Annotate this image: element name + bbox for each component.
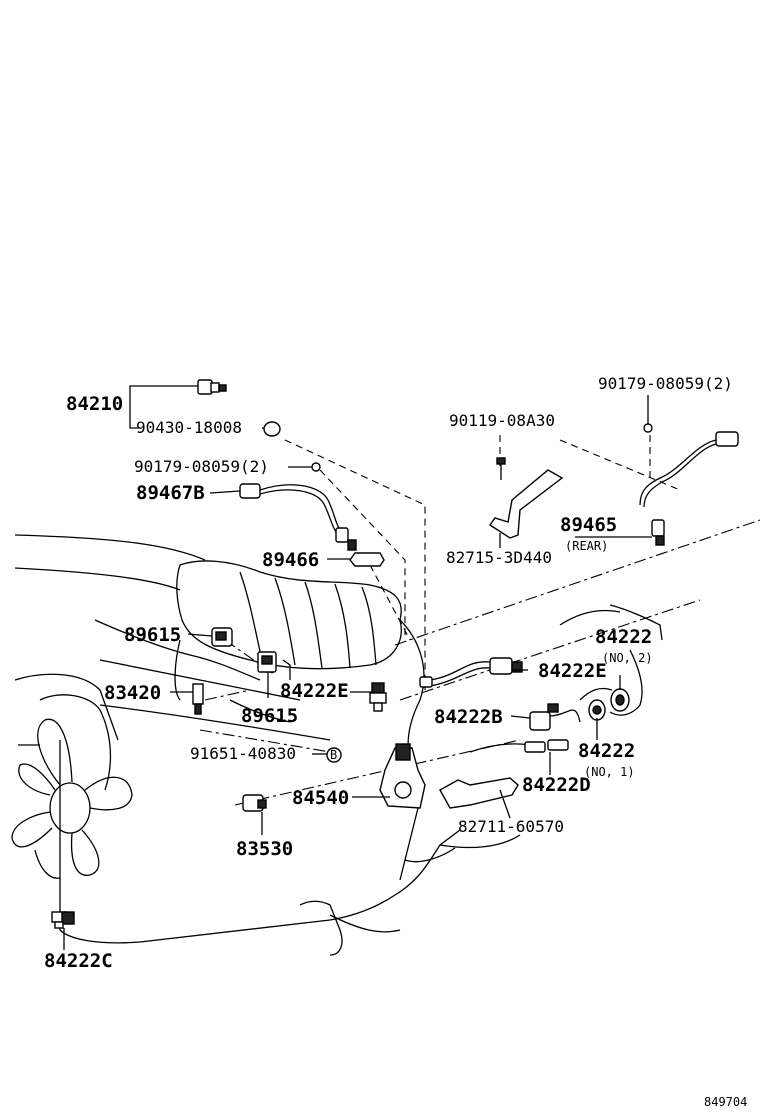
- part-84540: [379, 743, 426, 809]
- fan-icon: [11, 718, 133, 879]
- gasket-89466: [349, 552, 385, 567]
- part-89465: [639, 431, 739, 546]
- clip-90179-left: [311, 462, 321, 472]
- label-89615-upper: 89615: [124, 624, 181, 646]
- label-83420: 83420: [104, 682, 161, 704]
- label-84222-no1: 84222: [578, 740, 635, 762]
- part-89615-lower: [257, 651, 277, 673]
- part-84222B: [524, 703, 581, 753]
- label-83530: 83530: [236, 838, 293, 860]
- part-89615-upper: [211, 627, 233, 647]
- part-84210: [197, 379, 227, 395]
- engine-outline: [14, 534, 663, 956]
- label-no2: (NO, 2): [602, 651, 653, 665]
- label-84540: 84540: [292, 787, 349, 809]
- label-rear: (REAR): [565, 539, 608, 553]
- part-89467B: [239, 483, 357, 551]
- bracket-82715-3D440: [489, 469, 564, 539]
- bracket-82711-60570: [439, 777, 519, 809]
- label-82711-60570: 82711-60570: [458, 817, 564, 836]
- part-84222-no1: [588, 699, 606, 721]
- label-circle-b: B: [330, 748, 337, 762]
- part-83530: [242, 794, 267, 812]
- callout-circle-b: [326, 747, 342, 763]
- part-84222-no2: [610, 688, 630, 712]
- label-89615-lower: 89615: [241, 705, 298, 727]
- bolt-90119-08A30: [496, 457, 506, 480]
- label-89467B: 89467B: [136, 482, 205, 504]
- label-90179-08059-left: 90179-08059(2): [134, 457, 269, 476]
- leader-lines: [63, 385, 652, 950]
- label-82715-3D440: 82715-3D440: [446, 548, 552, 567]
- label-91651-40830: 91651-40830: [190, 744, 296, 763]
- label-84222B: 84222B: [434, 706, 503, 728]
- label-90430-18008: 90430-18008: [136, 418, 242, 437]
- part-labels: 84210 90430-18008 90179-08059(2) 89467B …: [44, 374, 747, 1109]
- leader-dashes: [199, 435, 760, 806]
- label-84222-no2: 84222: [595, 626, 652, 648]
- label-no1: (NO, 1): [584, 765, 635, 779]
- label-89465: 89465: [560, 514, 617, 536]
- label-89466: 89466: [262, 549, 319, 571]
- label-84222C: 84222C: [44, 950, 113, 972]
- clip-90179-right: [643, 423, 653, 433]
- washer-90430-18008: [263, 421, 281, 437]
- part-84222E-right: [419, 657, 523, 688]
- part-84222C: [51, 911, 75, 929]
- label-90119-08A30: 90119-08A30: [449, 411, 555, 430]
- label-84210: 84210: [66, 393, 123, 415]
- part-83420: [192, 683, 204, 715]
- label-84222E-right: 84222E: [538, 660, 607, 682]
- label-90179-08059-right: 90179-08059(2): [598, 374, 733, 393]
- part-84222E-left: [369, 682, 387, 712]
- label-84222D: 84222D: [522, 774, 591, 796]
- label-84222E-left: 84222E: [280, 680, 349, 702]
- figure-number: 849704: [704, 1095, 747, 1109]
